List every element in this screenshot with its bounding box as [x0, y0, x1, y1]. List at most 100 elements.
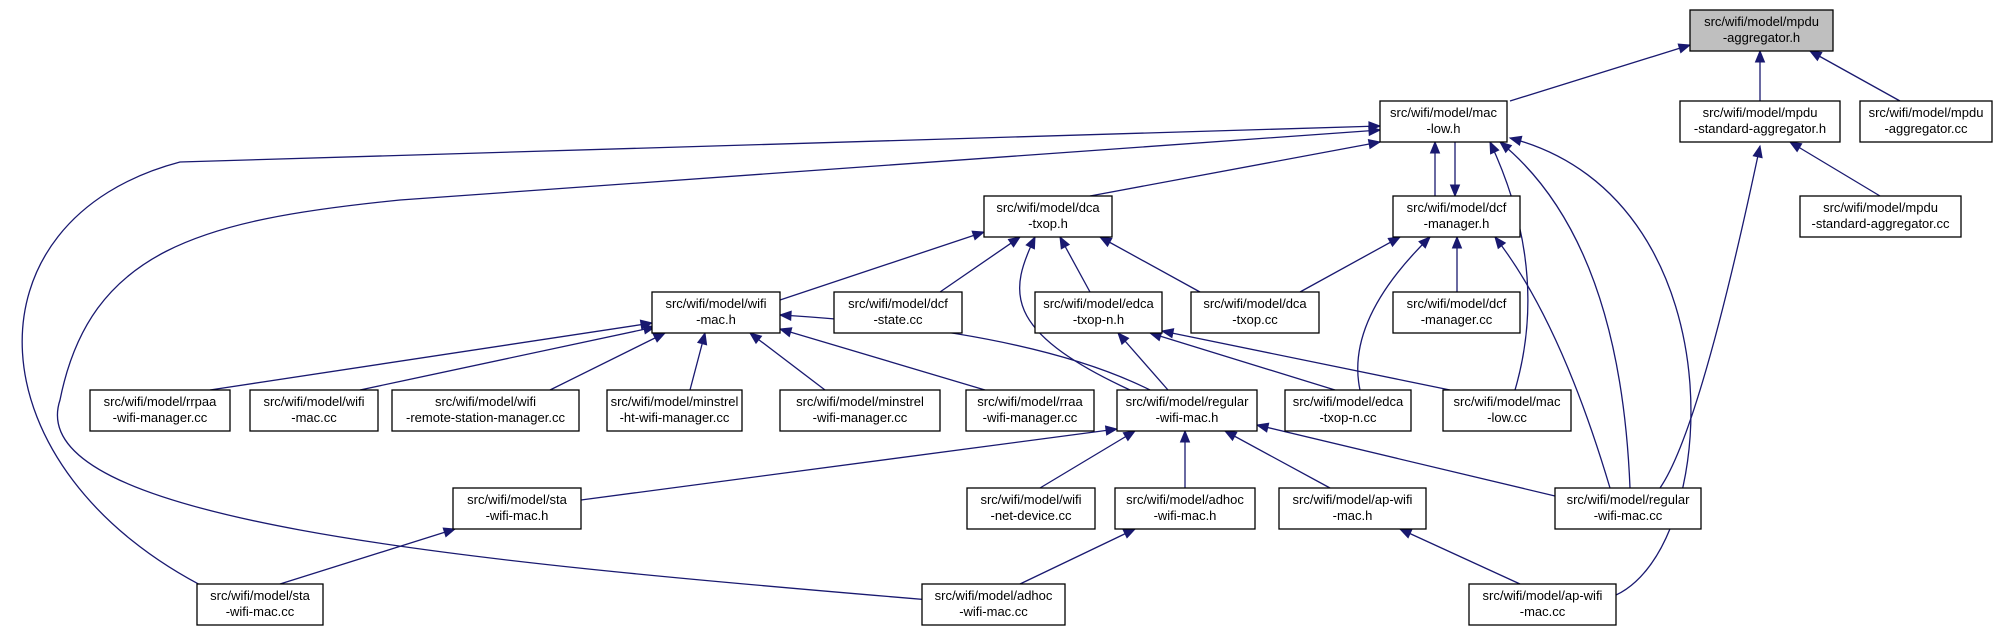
node-edca_txop_n_cc[interactable]: src/wifi/model/edca-txop-n.cc [1284, 389, 1412, 432]
nodes-layer: src/wifi/model/mpdu -aggregator.h src/wifi… [89, 9, 1993, 626]
edge-dcf_state_cc-to-dca_txop_h [939, 236, 1022, 293]
node-rrpaa_cc[interactable]: src/wifi/model/rrpaa-wifi-manager.cc [89, 389, 231, 432]
edge-dca_txop_cc-to-dcf_manager_h [1299, 236, 1402, 293]
node-sta_wifi_mac_h[interactable]: src/wifi/model/sta-wifi-mac.h [452, 487, 582, 530]
node-adhoc_wifi_mac_h[interactable]: src/wifi/model/adhoc-wifi-mac.h [1114, 487, 1256, 530]
node-minstrel_cc[interactable]: src/wifi/model/minstrel-wifi-manager.cc [779, 389, 941, 432]
edge-line [1256, 424, 1556, 497]
arrowhead-icon [1754, 49, 1766, 63]
node-label-line: src/wifi/model/dcf [1407, 296, 1507, 311]
node-minstrel_ht_cc[interactable]: src/wifi/model/minstrel-ht-wifi-manager.… [606, 389, 743, 432]
node-box [1799, 195, 1962, 238]
edge-line [1161, 330, 1451, 391]
node-dcf_manager_cc[interactable]: src/wifi/model/dcf-manager.cc [1392, 291, 1521, 334]
node-label-line: -manager.h [1424, 216, 1490, 231]
node-label-line: -txop-n.h [1073, 312, 1124, 327]
edge-ap_wifi_mac_h-to-regular_wifi_mac_h [1223, 430, 1331, 489]
node-label-line: src/wifi/model/adhoc [1126, 492, 1244, 507]
node-label-line: src/wifi/model/mac [1454, 394, 1561, 409]
arrowhead-icon [1508, 135, 1523, 146]
edge-regular_wifi_mac_cc-to-regular_wifi_mac_h [1255, 422, 1556, 497]
node-dca_txop_cc[interactable]: src/wifi/model/dca-txop.cc [1190, 291, 1320, 334]
node-label-line: -txop.h [1028, 216, 1068, 231]
node-wifi_mac_cc[interactable]: src/wifi/model/wifi-mac.cc [249, 389, 379, 432]
node-box [966, 487, 1096, 530]
node-mpdu_std_agg_h[interactable]: src/wifi/model/mpdu-standard-aggregator.… [1679, 100, 1841, 143]
node-regular_wifi_mac_h[interactable]: src/wifi/model/regular-wifi-mac.h [1116, 389, 1258, 432]
node-label-line: -wifi-manager.cc [983, 410, 1078, 425]
edge-sta_wifi_mac_cc-to-sta_wifi_mac_h [279, 527, 457, 585]
edge-adhoc_wifi_mac_cc-to-adhoc_wifi_mac_h [1019, 528, 1137, 585]
node-label-line: src/wifi/model/ap-wifi [1483, 588, 1603, 603]
node-box [1859, 100, 1993, 143]
node-label-line: src/wifi/model/mac [1390, 105, 1497, 120]
edge-line [779, 328, 986, 391]
node-dca_txop_h[interactable]: src/wifi/model/dca-txop.h [983, 195, 1113, 238]
node-label-line: src/wifi/model/mpdu [1823, 200, 1938, 215]
edge-adhoc_wifi_mac_h-to-regular_wifi_mac_h [1179, 429, 1191, 488]
arrowhead-icon [1387, 236, 1402, 248]
edge-line [1089, 141, 1381, 197]
edge-regular_wifi_mac_cc-to-mac_low_h [1498, 141, 1631, 489]
node-ap_wifi_mac_h[interactable]: src/wifi/model/ap-wifi-mac.h [1278, 487, 1427, 530]
node-label-line: src/wifi/model/mpdu [1869, 105, 1984, 120]
edge-line [1224, 430, 1331, 489]
arrowhead-icon [1117, 332, 1130, 346]
node-label-line: src/wifi/model/sta [210, 588, 310, 603]
edge-line [580, 428, 1118, 501]
edge-adhoc_wifi_mac_cc-to-mac_low_h [56, 125, 1382, 601]
edge-line [1149, 332, 1336, 391]
edge-dcf_manager_h-to-mac_low_h [1429, 140, 1441, 196]
edge-edca_txop_n_h-to-dca_txop_h [1059, 235, 1091, 293]
arrowhead-icon [1367, 138, 1382, 150]
node-label-line: src/wifi/model/adhoc [935, 588, 1053, 603]
node-edca_txop_n_h[interactable]: src/wifi/model/edca-txop-n.h [1034, 291, 1163, 334]
node-label-line: -txop.cc [1232, 312, 1278, 327]
node-dcf_manager_h[interactable]: src/wifi/model/dcf-manager.h [1392, 195, 1521, 238]
node-box [1114, 487, 1256, 530]
node-mpdu_agg_cc[interactable]: src/wifi/model/mpdu-aggregator.cc [1859, 100, 1993, 143]
edge-mac_low_cc-to-edca_txop_n_h [1160, 328, 1451, 391]
node-adhoc_wifi_mac_cc[interactable]: src/wifi/model/adhoc-wifi-mac.cc [921, 583, 1066, 626]
arrowhead-icon [1255, 422, 1270, 433]
node-ap_wifi_mac_cc[interactable]: src/wifi/model/ap-wifi-mac.cc [1468, 583, 1617, 626]
arrowhead-icon [1025, 235, 1036, 250]
arrowhead-icon [1179, 429, 1191, 443]
arrowhead-icon [1398, 528, 1413, 539]
node-wifi_rsm_cc[interactable]: src/wifi/model/wifi-remote-station-manag… [391, 389, 580, 432]
node-dcf_state_cc[interactable]: src/wifi/model/dcf-state.cc [833, 291, 963, 334]
node-label-line: -mac.h [696, 312, 736, 327]
arrowhead-icon [1098, 236, 1113, 248]
node-label-line: -state.cc [873, 312, 923, 327]
edge-minstrel_ht_cc-to-wifi_mac_h [689, 331, 708, 391]
arrowhead-icon [748, 332, 763, 345]
node-regular_wifi_mac_cc[interactable]: src/wifi/model/regular-wifi-mac.cc [1554, 487, 1702, 530]
node-label-line: -manager.cc [1421, 312, 1493, 327]
node-box [1278, 487, 1427, 530]
node-box [1442, 389, 1572, 432]
node-label-line: -aggregator.cc [1884, 121, 1968, 136]
edge-dca_txop_cc-to-dca_txop_h [1098, 236, 1201, 293]
arrowhead-icon [1007, 236, 1022, 248]
node-wifi_mac_h[interactable]: src/wifi/model/wifi-mac.h [651, 291, 781, 334]
node-label-line: src/wifi/model/dca [996, 200, 1100, 215]
node-mac_low_cc[interactable]: src/wifi/model/mac-low.cc [1442, 389, 1572, 432]
node-box [833, 291, 963, 334]
node-mpdu_std_agg_cc[interactable]: src/wifi/model/mpdu-standard-aggregator.… [1799, 195, 1962, 238]
arrowhead-icon [1451, 235, 1463, 249]
node-wifi_net_device_cc[interactable]: src/wifi/model/wifi-net-device.cc [966, 487, 1096, 530]
node-label-line: src/wifi/model/rrpaa [104, 394, 217, 409]
edge-regular_wifi_mac_cc-to-mpdu_std_agg_h [1659, 144, 1763, 489]
edge-line [1357, 236, 1431, 391]
edge-line [21, 125, 1381, 591]
node-mac_low_h[interactable]: src/wifi/model/mac-low.h [1379, 100, 1508, 143]
node-label-line: -wifi-mac.cc [1594, 508, 1663, 523]
node-label-line: -wifi-mac.h [486, 508, 549, 523]
node-label-line: -aggregator.h [1723, 30, 1800, 45]
node-label-line: -wifi-mac.cc [226, 604, 295, 619]
node-rraa_cc[interactable]: src/wifi/model/rraa-wifi-manager.cc [965, 389, 1095, 432]
node-label-line: -mac.cc [1520, 604, 1566, 619]
node-sta_wifi_mac_cc[interactable]: src/wifi/model/sta-wifi-mac.cc [196, 583, 324, 626]
arrowhead-icon [652, 332, 667, 343]
